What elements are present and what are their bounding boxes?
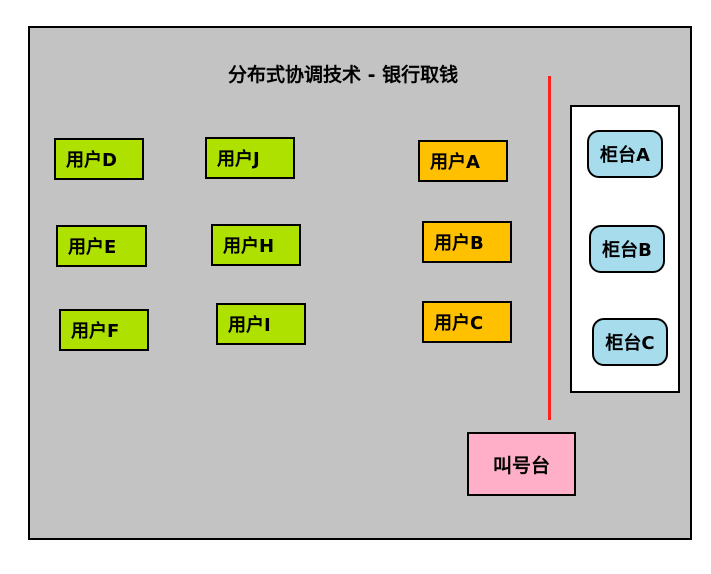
- counter-b: 柜台B: [589, 225, 665, 273]
- user-h-box: 用户H: [211, 224, 301, 266]
- user-i-box: 用户I: [216, 303, 306, 345]
- user-a-box: 用户A: [418, 140, 508, 182]
- call-desk-box: 叫号台: [467, 432, 576, 496]
- diagram-title: 分布式协调技术 - 银行取钱: [228, 64, 459, 86]
- user-d-box: 用户D: [54, 138, 144, 180]
- user-f-box: 用户F: [59, 309, 149, 351]
- counter-panel: 柜台A 柜台B 柜台C: [570, 105, 680, 393]
- user-e-box: 用户E: [56, 225, 147, 267]
- service-divider-line: [548, 76, 551, 420]
- user-j-box: 用户J: [205, 137, 295, 179]
- user-c-box: 用户C: [422, 301, 512, 343]
- counter-a: 柜台A: [587, 130, 663, 178]
- counter-c: 柜台C: [592, 318, 668, 366]
- user-b-box: 用户B: [422, 221, 512, 263]
